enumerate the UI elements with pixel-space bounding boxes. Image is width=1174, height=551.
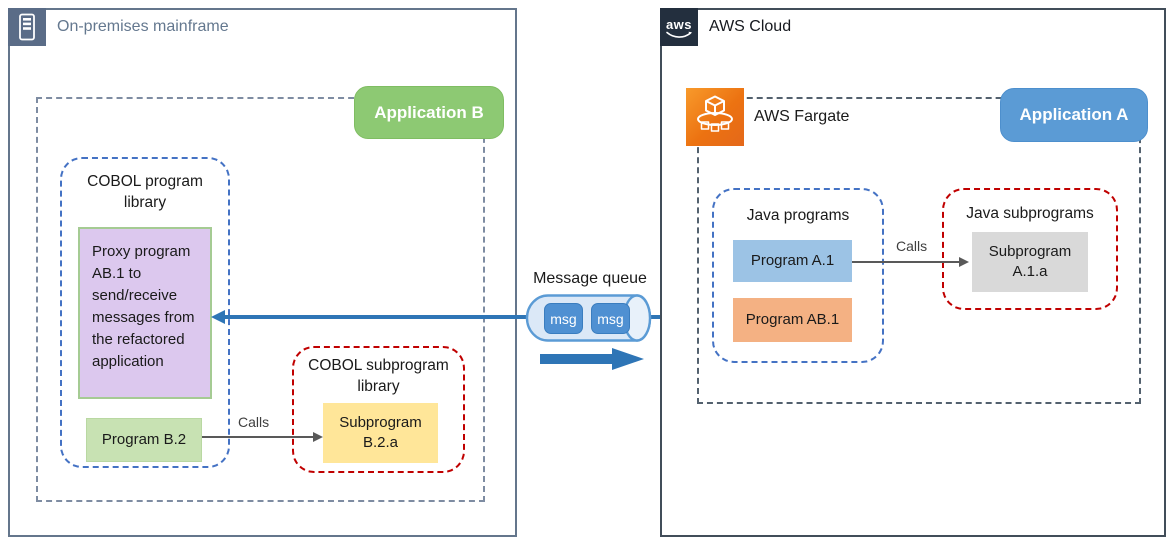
aws-fargate-icon — [686, 88, 744, 146]
calls-label-right: Calls — [896, 238, 928, 254]
java-subprograms-title: Java subprograms — [966, 205, 1094, 222]
calls-arrowhead-right-icon — [959, 257, 969, 267]
message-flow-line — [225, 315, 719, 319]
application-b-boundary — [36, 97, 485, 502]
calls-arrow-right — [852, 261, 960, 263]
java-programs-box — [712, 188, 884, 363]
cobol-program-library-title: COBOL program library — [87, 173, 203, 211]
application-b-label: Application B — [354, 86, 504, 139]
fargate-boundary — [697, 97, 1141, 404]
msg-badge: msg — [591, 303, 630, 334]
program-a1-box: Program A.1 — [733, 240, 852, 282]
calls-arrowhead-left-icon — [313, 432, 323, 442]
java-programs-title: Java programs — [746, 207, 850, 224]
aws-logo-text: aws — [665, 16, 693, 32]
msg-badge: msg — [544, 303, 583, 334]
flow-direction-arrow-icon — [540, 348, 644, 370]
cobol-subprogram-library-box — [292, 346, 465, 473]
proxy-program-box: Proxy program AB.1 to send/receive messa… — [78, 227, 212, 399]
message-queue-label: Message queue — [533, 270, 647, 287]
calls-arrow-left — [202, 436, 314, 438]
subprogram-a1a-box: Subprogram A.1.a — [972, 232, 1088, 292]
on-premises-title: On-premises mainframe — [57, 18, 229, 35]
aws-cloud-title: AWS Cloud — [709, 18, 792, 35]
application-a-label: Application A — [1000, 88, 1148, 142]
calls-label-left: Calls — [238, 414, 270, 430]
aws-fargate-label: AWS Fargate — [754, 108, 850, 125]
program-ab1-box: Program AB.1 — [733, 298, 852, 342]
cobol-program-library-box — [60, 157, 230, 468]
java-subprograms-box — [942, 188, 1118, 310]
aws-logo-icon: aws — [660, 8, 698, 46]
program-b2-box: Program B.2 — [86, 418, 202, 462]
arrowhead-to-onprem-icon — [211, 310, 225, 324]
cobol-subprogram-library-title: COBOL subprogram library — [308, 357, 449, 395]
subprogram-b2a-box: Subprogram B.2.a — [323, 403, 438, 463]
mainframe-icon — [8, 8, 46, 46]
